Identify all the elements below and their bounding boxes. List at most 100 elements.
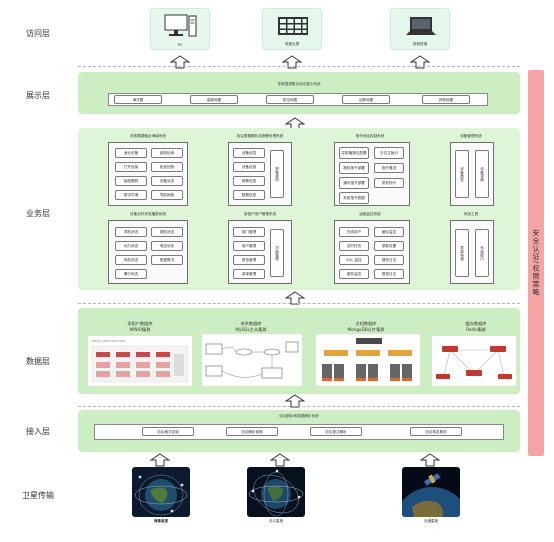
db-sub-minio: MINIO集群 <box>129 327 151 332</box>
cell-daily-doc[interactable]: 日位文版分 <box>374 147 404 159</box>
display-item-elevation-map[interactable]: 高程地图 <box>190 95 238 104</box>
db-sub-redis: Redis集群 <box>466 327 486 332</box>
access-card-pc: PC <box>150 8 210 50</box>
arrow-up-icon <box>419 452 441 467</box>
cell-device-status[interactable]: 设备状态 <box>151 176 183 186</box>
cell-system-api[interactable]: 系统接口 <box>475 229 489 277</box>
cell-alarm-info[interactable]: 报警信息 <box>233 176 265 186</box>
ingest-title: 协议解析和数据解析系统 <box>279 414 319 418</box>
cell-storm-state[interactable]: 暴行状态 <box>115 269 147 279</box>
arrow-up-icon <box>284 393 306 408</box>
cell-quality-cmd[interactable]: 质效指令 <box>374 178 404 188</box>
group-title-tenant: 多租户用户管理系统 <box>243 212 277 216</box>
cell-open-link[interactable]: 打开连接 <box>115 162 147 172</box>
cell-transmit-state[interactable]: 传航状态 <box>115 255 147 265</box>
cell-report-deploy[interactable]: 报码指令部署 <box>339 162 369 174</box>
display-item-ocean-map[interactable]: 海洋图 <box>114 95 162 104</box>
dict-mgmt-label: 字典管理 <box>275 245 280 261</box>
device-type-label: 设备类型 <box>460 166 465 182</box>
cell-operation-log[interactable]: 操作日志 <box>374 255 404 265</box>
cell-dict-mgmt[interactable]: 字典管理 <box>270 229 284 277</box>
group-title-device-mgmt: 设备管理系统 <box>460 134 482 138</box>
satellite-image-tiantong <box>402 467 460 517</box>
device-detail-label: 设备详情 <box>480 166 485 182</box>
ingest-item-forward[interactable]: 协议转发服务 <box>410 427 462 436</box>
display-item-aviation-map[interactable]: 航空地图 <box>266 95 314 104</box>
cell-nav-state[interactable]: 导航状态 <box>115 227 147 237</box>
cell-form-builder[interactable]: 表单构建 <box>455 229 469 277</box>
cell-command-send[interactable]: 指令雏送 <box>374 163 404 173</box>
layer-label-data: 数据层 <box>26 357 50 366</box>
cell-digital-port[interactable]: 数字钓港 <box>115 190 147 200</box>
satellite-label-beidou: 北斗星座 <box>268 519 284 523</box>
group-title-protocol-alarm: 协议数据解析及报警处理系统 <box>236 134 284 138</box>
cell-device-detail[interactable]: 设备详情 <box>475 150 489 198</box>
cell-login-log[interactable]: 登录日志 <box>374 269 404 279</box>
cell-nav-refresh[interactable]: 导航刷新 <box>151 190 183 200</box>
cell-user-mgmt[interactable]: 用户管理 <box>233 241 265 251</box>
arrow-up-icon <box>149 452 171 467</box>
alarm-rules-label: 报警规则 <box>275 166 280 182</box>
ingest-item-parse[interactable]: 协议报文解析 <box>310 427 362 436</box>
video-wall-icon <box>278 17 308 35</box>
group-title-command: 指令地址控制系统 <box>355 134 385 138</box>
cell-service-monitor[interactable]: 服务监控 <box>339 269 369 279</box>
layer-divider <box>78 406 520 407</box>
ingest-item-convert[interactable]: 协议解析转换 <box>226 427 278 436</box>
cell-device-info[interactable]: 设备信息 <box>233 148 265 158</box>
access-card-video-wall: 电视大屏 <box>262 8 322 50</box>
arrow-up-icon <box>281 54 303 69</box>
display-item-google-map[interactable]: 谷歌地图 <box>342 95 390 104</box>
arrow-up-icon <box>269 452 291 467</box>
cell-data-info[interactable]: 数据信息 <box>233 190 265 200</box>
cell-device-type[interactable]: 设备类型 <box>455 150 469 198</box>
cell-track-replay[interactable]: 航迹回放 <box>151 162 183 172</box>
db-name-minio: 多租户数据库 <box>127 321 153 326</box>
cell-param-settings[interactable]: 参数设置 <box>374 241 404 251</box>
cell-cache-monitor[interactable]: 缓存监控 <box>374 227 404 237</box>
display-item-other-map[interactable]: 其他地图 <box>422 95 470 104</box>
cell-comm-deploy[interactable]: 通讯指令部署 <box>339 177 369 189</box>
cell-device-facility[interactable]: 设备设施 <box>233 162 265 172</box>
cell-dept-mgmt[interactable]: 部门管理 <box>233 227 265 237</box>
cell-menu-mgmt[interactable]: 菜单管理 <box>233 269 265 279</box>
minio-caption: MINIO ARCHITECTURE <box>92 339 125 343</box>
db-sub-mongodb: MongoDB分片集群 <box>347 327 385 332</box>
cell-voltage-state[interactable]: 电压状态 <box>151 241 183 251</box>
arrow-up-icon <box>284 290 306 305</box>
layer-label-access: 访问层 <box>26 29 50 38</box>
ingest-item-format[interactable]: 协议格式定制 <box>142 427 194 436</box>
cell-sql-monitor[interactable]: SQL 监控 <box>339 255 369 265</box>
cell-system-cmd-data[interactable]: 系统指令数据 <box>339 192 369 204</box>
db-name-redis: 缓存数据库 <box>465 321 487 326</box>
layer-label-display: 展示层 <box>26 91 50 100</box>
access-label-pc: PC <box>177 43 183 47</box>
db-name-mongodb: 文档数据库 <box>355 321 377 326</box>
layer-label-ingest: 接入层 <box>26 427 50 436</box>
arrow-up-icon <box>169 54 191 69</box>
layer-label-satellite: 卫星传输 <box>22 491 54 500</box>
cell-alarm-rules[interactable]: 报警规则 <box>270 150 284 198</box>
cell-fishery-device[interactable]: 渔业设备 <box>115 148 147 158</box>
display-title: 多数据源融合综合展示系统 <box>277 82 321 86</box>
arrow-up-icon <box>409 54 431 69</box>
cell-data-overview[interactable]: 数据概况 <box>151 255 183 265</box>
cell-power-state[interactable]: 动力状态 <box>115 241 147 251</box>
cell-online-users[interactable]: 在线用户 <box>339 227 369 237</box>
access-card-terminal: 其他终端 <box>390 8 450 50</box>
cell-ship-search[interactable]: 船舶检索 <box>151 148 183 158</box>
ingest-layer: 协议解析和数据解析系统 协议格式定制 协议解析转换 协议报文解析 协议转发服务 <box>78 410 520 452</box>
cell-role-mgmt[interactable]: 角色管理 <box>233 255 265 265</box>
security-bar <box>528 70 544 456</box>
group-title-sea: 多数据源融合海域系统 <box>130 134 166 138</box>
satellite-label-tiantong: 天通星座 <box>423 519 439 523</box>
cell-broadcast-config[interactable]: 控制播报位配置 <box>339 147 369 159</box>
cell-ship-track[interactable]: 船舶跟踪 <box>115 176 147 186</box>
db-sub-mysql: MySQL主从集群 <box>235 327 267 332</box>
cell-scheduled-tasks[interactable]: 定时任务 <box>339 241 369 251</box>
satellite-label-maritime: 海事星座 <box>153 519 169 523</box>
cell-report-state[interactable]: 报航状态 <box>151 227 183 237</box>
